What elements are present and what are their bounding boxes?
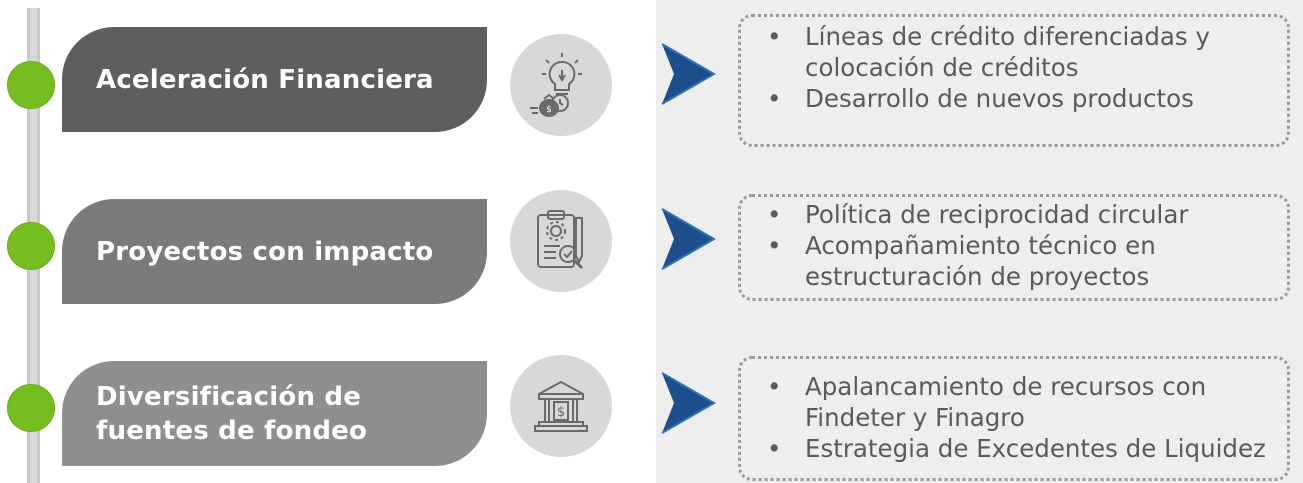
row-2-bullet-1: Política de reciprocidad circular (759, 199, 1277, 230)
row-3-bullet-1: Apalancamiento de recursos con Findeter … (759, 371, 1277, 433)
row-2-bullet-box: Política de reciprocidad circular Acompa… (738, 194, 1290, 301)
row-2-bullet-2: Acompañamiento técnico en estructuración… (759, 230, 1277, 292)
row-1-title: Aceleración Financiera (96, 64, 434, 95)
row-2-chevron-icon (661, 208, 716, 270)
row-3-icon-circle: $ (510, 355, 612, 457)
row-1-bullet-box: Líneas de crédito diferenciadas y coloca… (738, 14, 1290, 147)
timeline-dot-3 (7, 384, 55, 432)
row-3-title-pill: Diversificación de fuentes de fondeo (62, 361, 487, 466)
row-2-title-pill: Proyectos con impacto (62, 199, 487, 304)
row-3-title-line-1: Diversificación de (96, 381, 362, 412)
bank-icon: $ (534, 380, 588, 432)
row-1-title-pill: Aceleración Financiera (62, 27, 487, 132)
row-3-bullet-box: Apalancamiento de recursos con Findeter … (738, 356, 1290, 481)
row-1-bullet-1: Líneas de crédito diferenciadas y coloca… (759, 21, 1277, 83)
svg-text:$: $ (557, 405, 565, 420)
clipboard-analysis-icon (537, 210, 584, 270)
svg-text:$: $ (546, 105, 552, 115)
row-1-bullet-2: Desarrollo de nuevos productos (759, 83, 1277, 114)
row-2-title: Proyectos con impacto (96, 236, 434, 267)
row-3-title: Diversificación de fuentes de fondeo (96, 380, 367, 448)
row-3-chevron-icon (661, 372, 716, 434)
lightbulb-money-icon: $ (530, 53, 582, 117)
row-3-title-line-2: fuentes de fondeo (96, 415, 368, 446)
timeline-dot-1 (7, 61, 55, 109)
row-3-bullet-2: Estrategia de Excedentes de Liquidez (759, 433, 1277, 464)
timeline-dot-2 (7, 222, 55, 270)
row-1-icon-circle: $ (510, 34, 612, 136)
row-1-chevron-icon (661, 43, 716, 105)
row-2-icon-circle (510, 190, 612, 292)
